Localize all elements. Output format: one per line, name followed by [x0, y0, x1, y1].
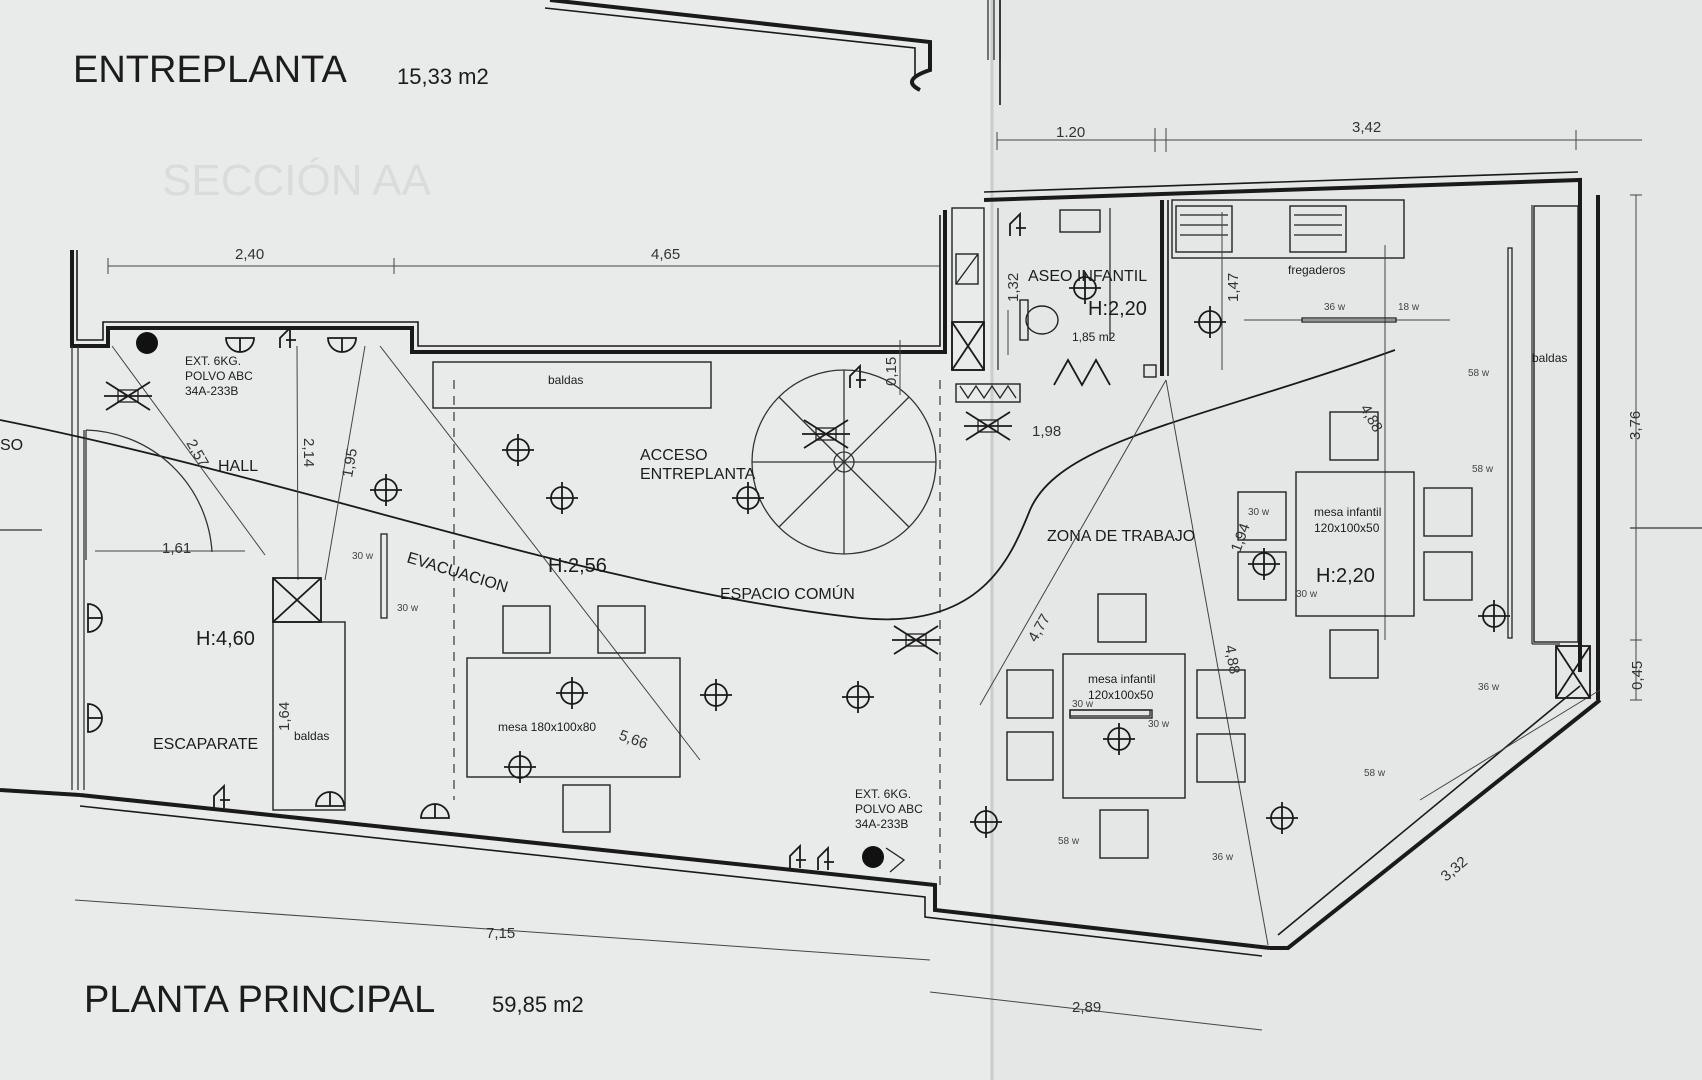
data-outlets [213, 211, 1026, 870]
extinguisher-icon-a [136, 332, 158, 354]
dim-1-47: 1,47 [1225, 273, 1242, 302]
column-box [272, 577, 322, 623]
height-hall: H:4,60 [196, 628, 255, 650]
mesa-infantil-1-line1: mesa infantil [1088, 672, 1155, 686]
baldas-left-label: baldas [294, 729, 329, 743]
baldas-top-label: baldas [548, 373, 583, 387]
dim-3-42: 3,42 [1352, 119, 1381, 136]
baldas-right-label: baldas [1532, 351, 1567, 365]
emergency-lights [104, 381, 1012, 655]
fluorescent-tubes [380, 247, 1513, 717]
watt-30-a: 30 w [352, 551, 374, 562]
ext-a-line1: EXT. 6KG. [185, 354, 241, 368]
main-walls [0, 171, 1702, 957]
hall-door-arc [85, 429, 213, 553]
watt-58-a: 58 w [1468, 368, 1490, 379]
fregaderos-label: fregaderos [1288, 263, 1345, 277]
aseo-label: ASEO INFANTIL [1028, 268, 1147, 285]
ext-b-line3: 34A-233B [855, 817, 908, 831]
ext-a-line2: POLVO ABC [185, 369, 253, 383]
hall-label: HALL [218, 458, 258, 475]
acceso-label-line1: ACCESO [640, 447, 708, 464]
height-main: H:2,56 [548, 555, 607, 577]
extinguisher-b-bracket [885, 847, 906, 873]
dim-7-15: 7,15 [486, 925, 515, 942]
planta-principal-title: PLANTA PRINCIPAL [84, 979, 435, 1021]
dim-1-32: 1,32 [1005, 273, 1022, 302]
ext-b-line1: EXT. 6KG. [855, 787, 911, 801]
watt-58-b: 58 w [1472, 464, 1494, 475]
mesa-infantil-2-line2: 120x100x50 [1314, 521, 1380, 535]
watt-36-c: 36 w [1212, 852, 1234, 863]
planta-principal-area: 59,85 m2 [492, 992, 584, 1017]
dim-1-98: 1,98 [1032, 423, 1061, 440]
mesa-large-label: mesa 180x100x80 [498, 720, 596, 734]
watt-30-b: 30 w [397, 603, 419, 614]
dim-4-88-a: 4,88 [1221, 644, 1243, 676]
baldas-top [432, 361, 712, 409]
dim-0-45: 0,45 [1629, 661, 1646, 690]
dim-1-61: 1,61 [162, 540, 191, 557]
zona-trabajo-label: ZONA DE TRABAJO [1047, 528, 1195, 545]
ext-a-line3: 34A-233B [185, 384, 238, 398]
mesa-infantil-2-line1: mesa infantil [1314, 505, 1381, 519]
baldas-right [1533, 205, 1579, 643]
watt-36-b: 36 w [1478, 682, 1500, 693]
watt-30-f: 30 w [1296, 589, 1318, 600]
dim-1-64: 1,64 [276, 702, 293, 731]
evacuation-route [0, 349, 1396, 621]
watt-18: 18 w [1398, 302, 1420, 313]
fregaderos-units [1171, 199, 1450, 321]
upper-plan-fragment [544, 0, 1001, 105]
dim-2-40: 2,40 [235, 246, 264, 263]
mesa-infantil-1-line2: 120x100x50 [1088, 688, 1154, 702]
wall-sockets [87, 337, 450, 819]
watt-58-d: 58 w [1058, 836, 1080, 847]
aseo-partition [951, 200, 1169, 403]
watt-30-d: 30 w [1148, 719, 1170, 730]
light-fixtures [370, 272, 1510, 838]
dim-1-95: 1,95 [339, 447, 361, 479]
escaparate-label: ESCAPARATE [153, 736, 258, 753]
dim-2-89: 2,89 [1072, 999, 1101, 1016]
aseo-area: 1,85 m2 [1072, 330, 1116, 344]
ext-b-line2: POLVO ABC [855, 802, 923, 816]
dim-1-20: 1.20 [1056, 124, 1085, 141]
dim-0-15: 0,15 [883, 357, 900, 386]
height-aseo: H:2,20 [1088, 298, 1147, 320]
entreplanta-area: 15,33 m2 [397, 64, 489, 89]
watt-58-c: 58 w [1364, 768, 1386, 779]
espacio-comun-label: ESPACIO COMÚN [720, 584, 855, 603]
acceso-label-line2: ENTREPLANTA [640, 466, 756, 483]
height-zona: H:2,20 [1316, 565, 1375, 587]
dim-4-65: 4,65 [651, 246, 680, 263]
spiral-staircase [751, 369, 937, 555]
watt-30-c: 30 w [1072, 699, 1094, 710]
edge-label: SO [0, 437, 23, 454]
watt-36-a: 36 w [1324, 302, 1346, 313]
dim-3-76: 3,76 [1627, 411, 1644, 440]
mesa-infantil-2-group [1237, 411, 1473, 679]
ghost-section-title: SECCIÓN AA [162, 156, 432, 205]
corner-box [1555, 645, 1591, 699]
entreplanta-title: ENTREPLANTA [73, 49, 347, 91]
diagonal-measures [74, 194, 1642, 1031]
extinguisher-icon-b [862, 846, 884, 868]
dim-2-14: 2,14 [300, 438, 317, 467]
main-table-group [466, 605, 681, 833]
watt-30-e: 30 w [1248, 507, 1270, 518]
